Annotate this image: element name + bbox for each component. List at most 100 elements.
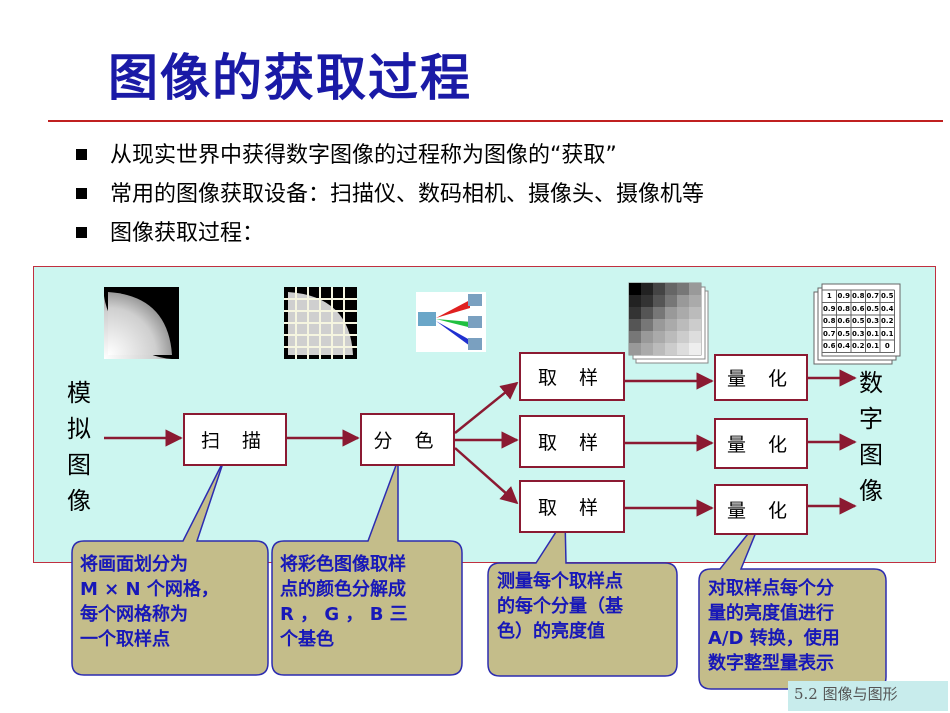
flow-arrows [104,369,857,517]
matrix-cell: 0.8 [837,304,850,313]
pixel-block [665,295,677,307]
pixel-block [665,331,677,343]
callout-bubble-1 [71,459,269,676]
matrix-cell: 0.7 [823,329,836,338]
matrix-cell: 0.9 [837,292,850,300]
pixel-block [677,319,689,331]
matrix-cell: 0.1 [881,329,894,338]
matrix-cell: 0.2 [881,317,894,325]
slide-footer: 5.2 图像与图形 [788,681,948,711]
callout-text-4: 对取样点每个分 量的亮度值进行 A/D 转换，使用 数字整型量表示 [708,576,840,676]
bullet-item: 常用的图像获取设备：扫描仪、数码相机、摄像头、摄像机等 [76,175,704,214]
callout-line: 的每个分量（基 [497,596,623,617]
sampled-image-stack-icon [628,282,709,364]
callout-line: 一个取样点 [80,629,170,650]
bullet-list: 从现实世界中获得数字图像的过程称为图像的“获取” 常用的图像获取设备：扫描仪、数… [76,136,704,253]
pixel-block [629,331,641,343]
pixel-block [653,295,665,307]
matrix-cell: 0.3 [852,329,865,338]
square-bullet-icon [76,227,87,238]
matrix-cell: 0.5 [866,304,879,313]
pixel-block [641,343,653,355]
pixel-block [677,331,689,343]
pixel-block [653,319,665,331]
digital-matrix-icon [813,283,901,365]
pixel-block [629,319,641,331]
sample-box-1: 取 样 [519,352,625,401]
analog-image-icon [104,287,179,359]
label-char: 模 [67,379,91,407]
matrix-cell: 0.5 [837,329,850,338]
callout-line: 量的亮度值进行 [708,603,834,624]
matrix-cell: 0.6 [852,304,865,313]
sample-box-2: 取 样 [519,415,625,468]
pixel-block [677,295,689,307]
callout-line: 个基色 [280,629,334,650]
matrix-cell: 0.4 [837,342,850,350]
callout-bubble-3 [487,515,678,677]
matrix-cell: 0.8 [852,292,865,300]
pixel-block [689,343,701,355]
label-char: 图 [859,441,883,469]
pixel-block [677,307,689,319]
pixel-block [653,343,665,355]
quantize-box-1: 量 化 [714,354,808,401]
callout-text-3: 测量每个取样点 的每个分量（基 色）的亮度值 [497,569,623,644]
callout-line: 数字整型量表示 [708,653,834,674]
callout-line: 对取样点每个分 [708,578,834,599]
pixel-block [629,343,641,355]
matrix-cell: 0.1 [866,342,879,350]
quantize-box-2: 量 化 [714,418,808,469]
matrix-cell: 0.6 [837,317,850,325]
bullet-text: 图像获取过程： [110,221,265,246]
scan-box: 扫 描 [183,413,287,466]
pixel-block [689,331,701,343]
matrix-cell: 0.9 [823,304,836,313]
analog-image-label: 模 拟 图 像 [64,375,94,519]
matrix-cell: 0 [884,342,890,350]
matrix-cell: 1 [826,292,832,300]
pixel-block [677,343,689,355]
bullet-text: 常用的图像获取设备：扫描仪、数码相机、摄像头、摄像机等 [110,182,705,207]
label-char: 像 [67,487,91,515]
callout-text-2: 将彩色图像取样 点的颜色分解成 R ， G ， B 三 个基色 [280,552,408,652]
pixel-block [629,307,641,319]
label-char: 数 [859,369,883,397]
callout-line: 点的颜色分解成 [280,579,406,600]
bullet-text: 从现实世界中获得数字图像的过程称为图像的“获取” [110,143,617,168]
pixel-block [677,283,689,295]
pixel-block [689,283,701,295]
callout-line: A/D 转换，使用 [708,628,840,649]
callout-line: 色）的亮度值 [497,621,605,642]
matrix-cell: 0.6 [823,342,836,350]
matrix-cell: 0.7 [866,292,879,300]
pixel-block [653,331,665,343]
matrix-cell: 0.8 [823,317,836,325]
pixel-block [689,307,701,319]
square-bullet-icon [76,188,87,199]
callout-bubble-2 [271,459,463,676]
matrix-cell: 0.2 [852,342,865,350]
pixel-block [665,343,677,355]
matrix-cell: 0.4 [881,304,894,313]
callout-line: R ， G ， B 三 [280,604,408,625]
page-title: 图像的获取过程 [108,49,472,107]
quantize-box-3: 量 化 [714,484,808,535]
label-char: 像 [859,477,883,505]
callout-line: 将画面划分为 [80,554,188,575]
bullet-item: 图像获取过程： [76,214,704,253]
pixel-block [689,295,701,307]
callout-text-1: 将画面划分为 M × N 个网格， 每个网格称为 一个取样点 [80,552,219,652]
pixel-block [641,283,653,295]
pixel-block [665,283,677,295]
pixel-block [629,283,641,295]
label-char: 字 [859,405,883,433]
matrix-cell: 0.3 [866,317,879,325]
pixel-block [665,319,677,331]
pixel-block [689,319,701,331]
matrix-cell: 0.1 [866,329,879,338]
callout-line: 测量每个取样点 [497,571,623,592]
label-char: 图 [67,451,91,479]
pixel-block [641,295,653,307]
title-divider [48,120,943,122]
